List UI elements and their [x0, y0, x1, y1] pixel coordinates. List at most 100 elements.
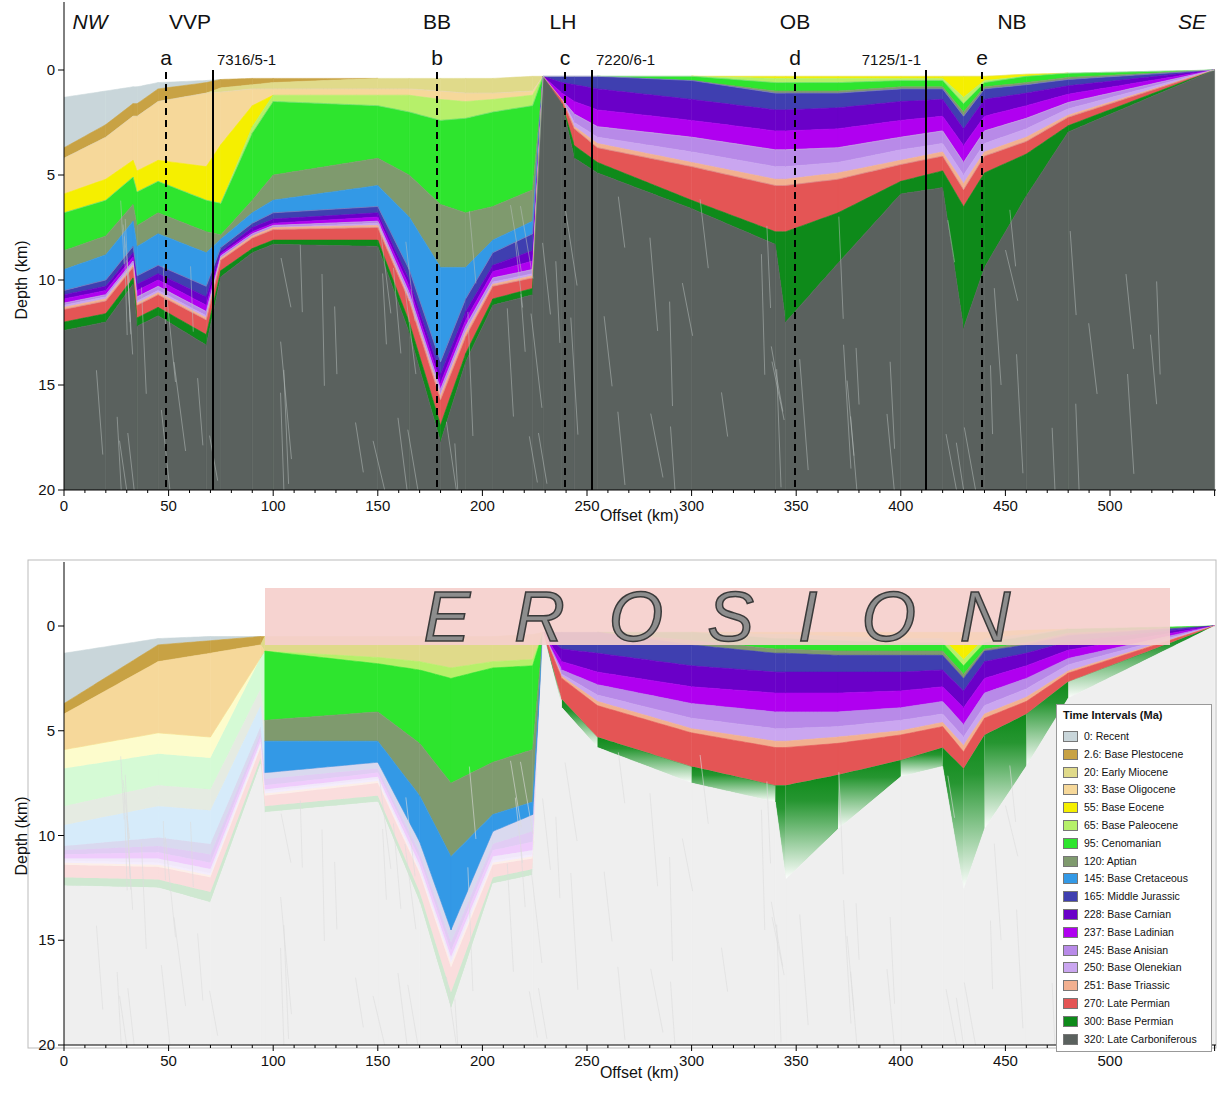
fault-trace: [618, 412, 625, 485]
fault-trace: [618, 967, 625, 1040]
horizon-line: [493, 106, 533, 112]
fault-trace: [210, 991, 218, 1036]
legend-row: 237: Base Ladinian: [1063, 925, 1209, 941]
horizon-line: [838, 76, 901, 77]
fault-trace: [383, 829, 387, 900]
fault-trace: [521, 294, 525, 352]
horizon-line: [692, 76, 776, 82]
horizon-line: [901, 131, 943, 137]
tick-label: 10: [38, 827, 55, 844]
stratigraphic-layer: [64, 886, 158, 1045]
horizon-line: [378, 88, 409, 89]
tick-mark: [670, 490, 671, 493]
stratigraphic-layer: [964, 829, 985, 1045]
tick-label: 500: [1097, 498, 1122, 515]
tick-label: 50: [160, 498, 177, 515]
stratigraphic-layer: [838, 672, 901, 693]
stratigraphic-layer: [985, 766, 1027, 1045]
fault-trace: [408, 985, 418, 1045]
legend-row: 0: Recent: [1063, 729, 1209, 745]
well-name: 7125/1-1: [862, 52, 921, 69]
fault-trace: [800, 915, 808, 1026]
tick-mark: [189, 490, 190, 493]
fault-trace: [565, 207, 577, 286]
horizon-line: [493, 270, 533, 278]
tick-mark: [628, 1045, 629, 1048]
tick-mark: [273, 490, 274, 496]
horizon-line: [221, 223, 252, 247]
tick-mark: [1005, 490, 1006, 496]
stratigraphic-layer: [985, 196, 1027, 490]
fault-trace: [700, 755, 708, 824]
tick-label: 0: [47, 618, 55, 635]
tick-label: 15: [38, 377, 55, 394]
fault-trace: [651, 969, 663, 1033]
stratigraphic-layer: [598, 173, 692, 490]
stratigraphic-layer: [466, 78, 493, 93]
legend-row: 250: Base Olenekian: [1063, 960, 1209, 976]
tick-mark: [315, 1045, 316, 1048]
fault-trace: [994, 844, 1001, 941]
tick-mark: [649, 490, 650, 493]
fault-trace: [651, 414, 663, 478]
stratigraphic-layer: [838, 76, 901, 78]
stratigraphic-layer: [562, 708, 598, 1045]
fault-trace: [1052, 428, 1055, 490]
horizon-line: [466, 253, 493, 299]
axis-title: Depth (km): [13, 240, 31, 319]
fault-trace: [141, 287, 146, 393]
fault-trace: [556, 817, 560, 898]
horizon-line: [786, 93, 838, 94]
stratigraphic-layer: [775, 653, 785, 672]
fault-trace: [123, 225, 130, 284]
fault-trace: [682, 283, 692, 336]
profile-line: [564, 72, 566, 490]
fault-trace: [956, 443, 963, 490]
tick-mark: [58, 175, 64, 176]
fault-trace: [994, 288, 1001, 385]
horizon-line: [838, 89, 901, 93]
stratigraphic-layer: [786, 712, 838, 729]
well-name: 7220/6-1: [596, 52, 655, 69]
fault-trace: [946, 434, 956, 490]
tick-mark: [58, 940, 64, 941]
tick-mark: [587, 1045, 588, 1051]
legend-swatch: [1063, 731, 1078, 742]
axis-line: [64, 490, 1216, 491]
legend-text: 165: Middle Jurassic: [1084, 890, 1180, 902]
fault-trace: [565, 763, 577, 842]
fault-trace: [856, 348, 859, 405]
fault-trace: [281, 393, 284, 490]
stratigraphic-layer: [158, 888, 210, 1045]
tick-label: 400: [888, 498, 913, 515]
tick-label: 300: [679, 498, 704, 515]
fault-trace: [670, 302, 673, 406]
well-name: 7316/5-1: [217, 52, 276, 69]
tick-mark: [126, 1045, 127, 1048]
fault-trace: [964, 983, 975, 1045]
stratigraphic-layer: [775, 150, 785, 167]
fault-trace: [141, 843, 146, 949]
fault-trace: [529, 991, 537, 1037]
fault-trace: [671, 982, 675, 1045]
stratigraphic-layer: [598, 748, 692, 1046]
stratigraphic-layer: [574, 158, 597, 490]
tick-label: 100: [261, 498, 286, 515]
horizon-line: [409, 89, 440, 91]
stratigraphic-layer: [692, 209, 776, 490]
horizon-line: [1026, 103, 1068, 119]
tick-label: 450: [993, 1053, 1018, 1070]
horizon-line: [943, 76, 964, 77]
fault-trace: [281, 258, 291, 307]
stratigraphic-layer: [775, 741, 785, 747]
horizon-line: [533, 76, 543, 234]
fault-trace: [127, 816, 133, 910]
stratigraphic-layer: [252, 244, 273, 490]
tick-mark: [168, 1045, 169, 1051]
fault-trace: [721, 392, 727, 436]
stratigraphic-layer: [786, 91, 838, 93]
fault-trace: [373, 441, 385, 490]
tick-mark: [461, 490, 462, 493]
horizon-line: [106, 177, 133, 200]
stratigraphic-layer: [466, 305, 493, 490]
